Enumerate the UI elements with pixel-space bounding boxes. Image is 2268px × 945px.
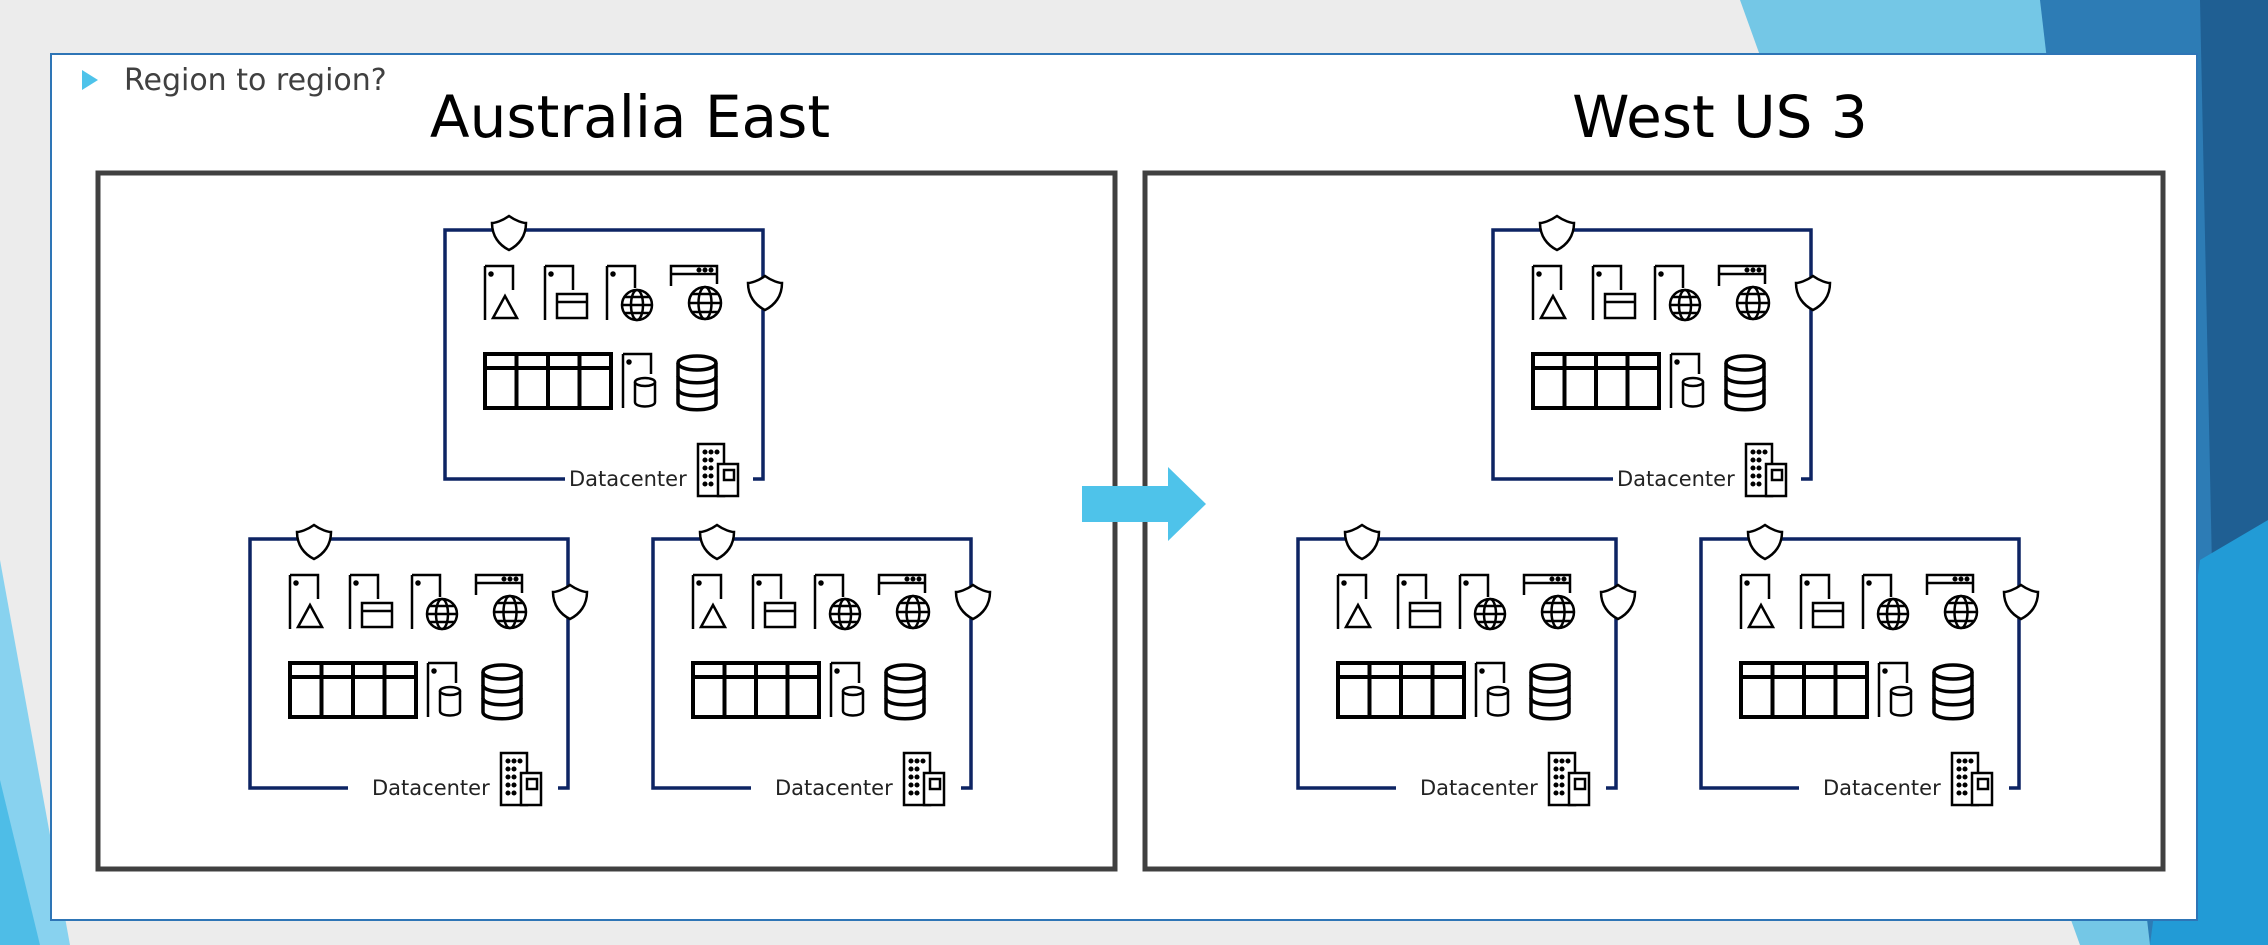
vm-triangle-icon: [691, 573, 727, 631]
cluster-border: [1491, 228, 1813, 481]
vm-triangle-icon: [1739, 573, 1775, 631]
database-icon: [1724, 354, 1766, 412]
database-icon: [481, 663, 523, 721]
shield-icon: [1794, 274, 1832, 312]
shield-icon: [551, 583, 589, 621]
storage-table-icon: [483, 352, 613, 410]
shield-icon: [1599, 583, 1637, 621]
shield-icon: [1746, 523, 1784, 561]
building-icon: [1950, 751, 1994, 807]
database-icon: [884, 663, 926, 721]
bullet-item: Region to region?: [82, 62, 387, 98]
cluster-border: [443, 228, 765, 481]
web-app-globe-icon: [669, 264, 723, 321]
region-title-west-us-3: West US 3: [1572, 83, 1868, 151]
vm-triangle-icon: [483, 264, 519, 322]
vm-database-icon: [1474, 661, 1510, 719]
shield-icon: [2002, 583, 2040, 621]
storage-table-icon: [1531, 352, 1661, 410]
web-app-globe-icon: [474, 573, 528, 630]
building-icon: [902, 751, 946, 807]
web-app-globe-icon: [877, 573, 931, 630]
web-app-globe-icon: [1522, 573, 1576, 630]
datacenter-cluster: Datacenter: [1296, 523, 1637, 807]
shield-icon: [954, 583, 992, 621]
vm-globe-icon: [605, 264, 654, 322]
storage-table-icon: [1336, 661, 1466, 719]
storage-table-icon: [691, 661, 821, 719]
vm-window-icon: [348, 573, 394, 631]
vm-globe-icon: [1653, 264, 1702, 322]
vm-database-icon: [1877, 661, 1913, 719]
building-icon: [1744, 442, 1788, 498]
web-app-globe-icon: [1925, 573, 1979, 630]
web-app-globe-icon: [1717, 264, 1771, 321]
datacenter-cluster: Datacenter: [248, 523, 589, 807]
vm-database-icon: [829, 661, 865, 719]
building-icon: [499, 751, 543, 807]
shield-icon: [746, 274, 784, 312]
vm-database-icon: [426, 661, 462, 719]
datacenter-label: Datacenter: [372, 776, 490, 800]
database-icon: [1932, 663, 1974, 721]
datacenter-label: Datacenter: [1617, 467, 1735, 491]
storage-table-icon: [1739, 661, 1869, 719]
vm-globe-icon: [1861, 573, 1910, 631]
datacenter-cluster: Datacenter: [1491, 214, 1832, 498]
vm-database-icon: [1669, 352, 1705, 410]
database-icon: [676, 354, 718, 412]
datacenter-label: Datacenter: [569, 467, 687, 491]
vm-globe-icon: [410, 573, 459, 631]
building-icon: [696, 442, 740, 498]
region-title-australia-east: Australia East: [429, 83, 831, 151]
vm-window-icon: [1591, 264, 1637, 322]
datacenter-cluster: Datacenter: [443, 214, 784, 498]
vm-triangle-icon: [1531, 264, 1567, 322]
cluster-border: [1296, 537, 1618, 790]
datacenter-cluster: Datacenter: [651, 523, 992, 807]
shield-icon: [295, 523, 333, 561]
cluster-border: [248, 537, 570, 790]
shield-icon: [1538, 214, 1576, 252]
datacenter-label: Datacenter: [1420, 776, 1538, 800]
bullet-text: Region to region?: [124, 62, 387, 98]
shield-icon: [1343, 523, 1381, 561]
vm-globe-icon: [1458, 573, 1507, 631]
shield-icon: [698, 523, 736, 561]
datacenter-cluster: Datacenter: [1699, 523, 2040, 807]
shield-icon: [490, 214, 528, 252]
vm-triangle-icon: [288, 573, 324, 631]
vm-window-icon: [1396, 573, 1442, 631]
datacenter-label: Datacenter: [1823, 776, 1941, 800]
database-icon: [1529, 663, 1571, 721]
vm-window-icon: [1799, 573, 1845, 631]
cluster-border: [1699, 537, 2021, 790]
vm-globe-icon: [813, 573, 862, 631]
datacenter-label: Datacenter: [775, 776, 893, 800]
cluster-border: [651, 537, 973, 790]
vm-database-icon: [621, 352, 657, 410]
vm-window-icon: [751, 573, 797, 631]
arrow-right-icon: [1082, 467, 1206, 541]
vm-triangle-icon: [1336, 573, 1372, 631]
building-icon: [1547, 751, 1591, 807]
storage-table-icon: [288, 661, 418, 719]
vm-window-icon: [543, 264, 589, 322]
bullet-arrow-icon: [82, 70, 98, 90]
